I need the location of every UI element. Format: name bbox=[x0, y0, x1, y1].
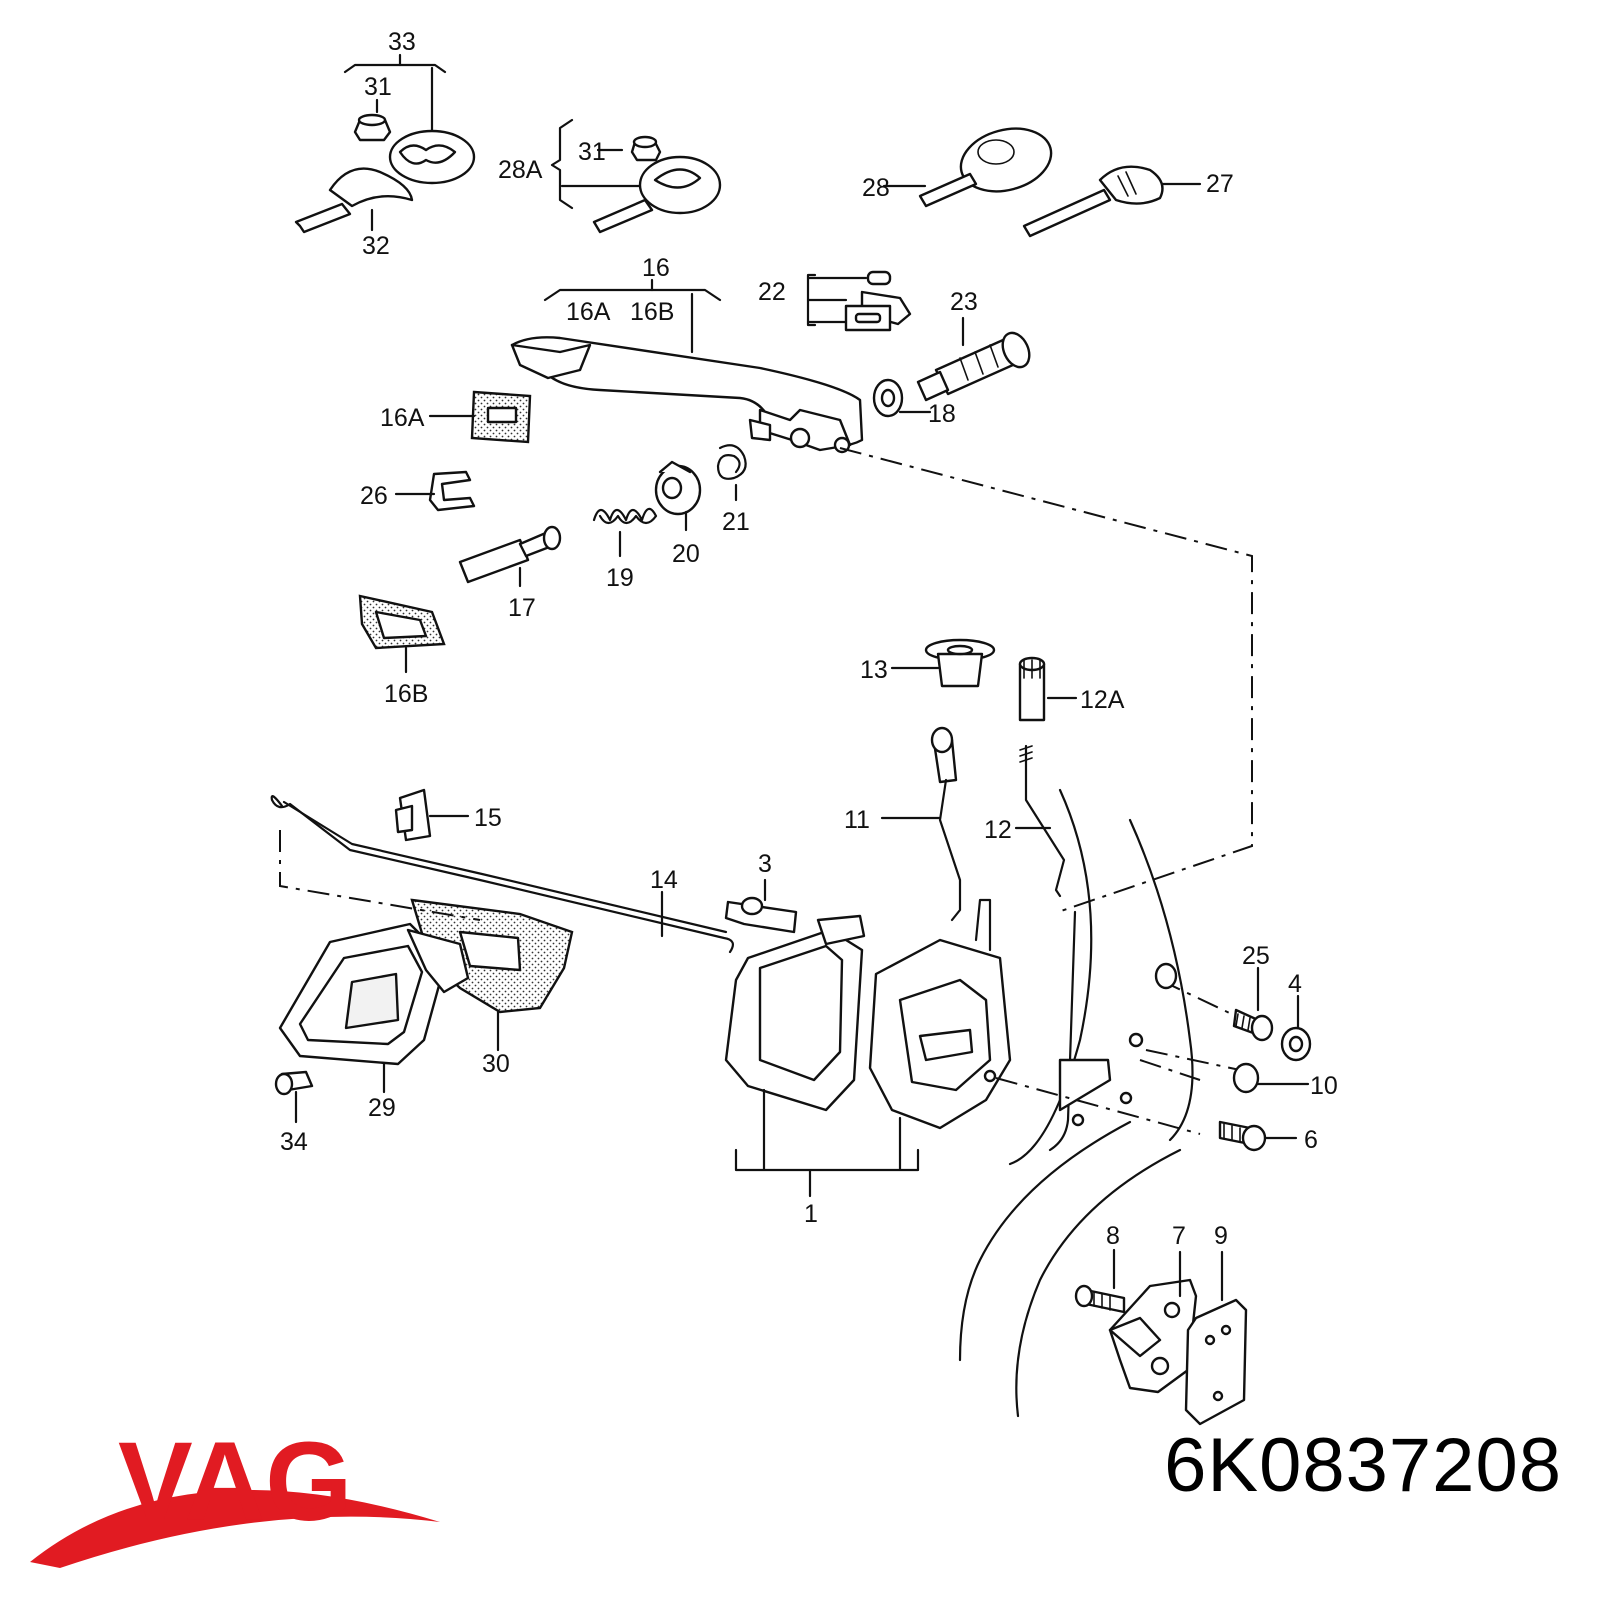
callout-11: 11 bbox=[844, 806, 870, 834]
callout-18: 18 bbox=[928, 400, 956, 428]
callout-10: 10 bbox=[1310, 1072, 1338, 1100]
callout-3: 3 bbox=[758, 850, 772, 878]
callout-8: 8 bbox=[1106, 1222, 1120, 1250]
bolt-25 bbox=[1154, 962, 1274, 1042]
bracket-3 bbox=[724, 878, 798, 934]
callout-31: 31 bbox=[578, 138, 606, 166]
lock-rod-12 bbox=[1014, 744, 1066, 898]
seal-ring-18 bbox=[872, 378, 932, 418]
callout-14: 14 bbox=[650, 866, 678, 894]
callout-16A: 16A bbox=[566, 298, 611, 326]
bushing-20 bbox=[654, 460, 702, 532]
lock-rod-11 bbox=[880, 726, 962, 922]
callout-30: 30 bbox=[482, 1050, 510, 1078]
callout-16B: 16B bbox=[630, 298, 674, 326]
callout-21: 21 bbox=[722, 508, 750, 536]
callout-6: 6 bbox=[1304, 1126, 1318, 1154]
striker-assembly bbox=[1074, 1248, 1248, 1426]
callout-labels: 33 31 32 28A 31 28 27 16 16A 16B 22 23 1… bbox=[280, 28, 1338, 1250]
key-28 bbox=[882, 127, 1053, 208]
callout-7: 7 bbox=[1172, 1222, 1186, 1250]
callout-17: 17 bbox=[508, 594, 536, 622]
callout-1: 1 bbox=[804, 1200, 818, 1228]
callout-25: 25 bbox=[1242, 942, 1270, 970]
clip-15 bbox=[394, 788, 470, 842]
gasket-16B bbox=[358, 594, 446, 674]
bolt-6 bbox=[1218, 1120, 1298, 1152]
clip-set-22 bbox=[806, 270, 912, 332]
callout-33: 33 bbox=[388, 28, 416, 56]
operating-cable-14 bbox=[270, 795, 734, 954]
callout-4: 4 bbox=[1288, 970, 1302, 998]
callout-26: 26 bbox=[360, 482, 388, 510]
callout-32: 32 bbox=[362, 232, 390, 260]
callout-12: 12 bbox=[984, 816, 1012, 844]
key-27 bbox=[1022, 165, 1202, 238]
callout-22: 22 bbox=[758, 278, 786, 306]
callout-16B: 16B bbox=[384, 680, 428, 708]
alignment-lines bbox=[279, 447, 1253, 1135]
callout-29: 29 bbox=[368, 1094, 396, 1122]
callout-28: 28 bbox=[862, 174, 890, 202]
grommet-13 bbox=[890, 638, 996, 688]
callout-16: 16 bbox=[642, 254, 670, 282]
key-28A bbox=[550, 118, 722, 234]
sleeve-10 bbox=[1232, 1062, 1310, 1094]
inner-handle-bezel-29 bbox=[278, 922, 470, 1094]
spring-19 bbox=[592, 507, 658, 558]
vag-logo: VAG bbox=[30, 1419, 440, 1568]
callout-20: 20 bbox=[672, 540, 700, 568]
door-frame-outline bbox=[958, 788, 1194, 1418]
callout-12A: 12A bbox=[1080, 686, 1125, 714]
lock-knob-12A bbox=[1018, 656, 1078, 722]
callout-23: 23 bbox=[950, 288, 978, 316]
lock-cylinder-23 bbox=[916, 316, 1031, 402]
door-lock-assembly-1 bbox=[724, 898, 1012, 1198]
callout-16A: 16A bbox=[380, 404, 425, 432]
callout-27: 27 bbox=[1206, 170, 1234, 198]
callout-31: 31 bbox=[364, 73, 392, 101]
callout-28A: 28A bbox=[498, 156, 543, 184]
gasket-16A bbox=[428, 390, 532, 444]
nut-4 bbox=[1280, 994, 1312, 1062]
part-number: 6K0837208 bbox=[1164, 1423, 1562, 1508]
callout-15: 15 bbox=[474, 804, 502, 832]
callout-19: 19 bbox=[606, 564, 634, 592]
callout-9: 9 bbox=[1214, 1222, 1228, 1250]
key-set-33 bbox=[294, 53, 476, 234]
callout-13: 13 bbox=[860, 656, 888, 684]
retaining-clip-26 bbox=[394, 470, 476, 512]
spring-21 bbox=[716, 444, 747, 502]
screw-34 bbox=[274, 1070, 314, 1124]
vag-logo-text: VAG bbox=[118, 1419, 352, 1544]
handle-housing-30 bbox=[410, 898, 574, 1052]
outer-door-handle-16 bbox=[510, 278, 864, 454]
push-rod-17 bbox=[458, 525, 562, 588]
callout-34: 34 bbox=[280, 1128, 308, 1156]
